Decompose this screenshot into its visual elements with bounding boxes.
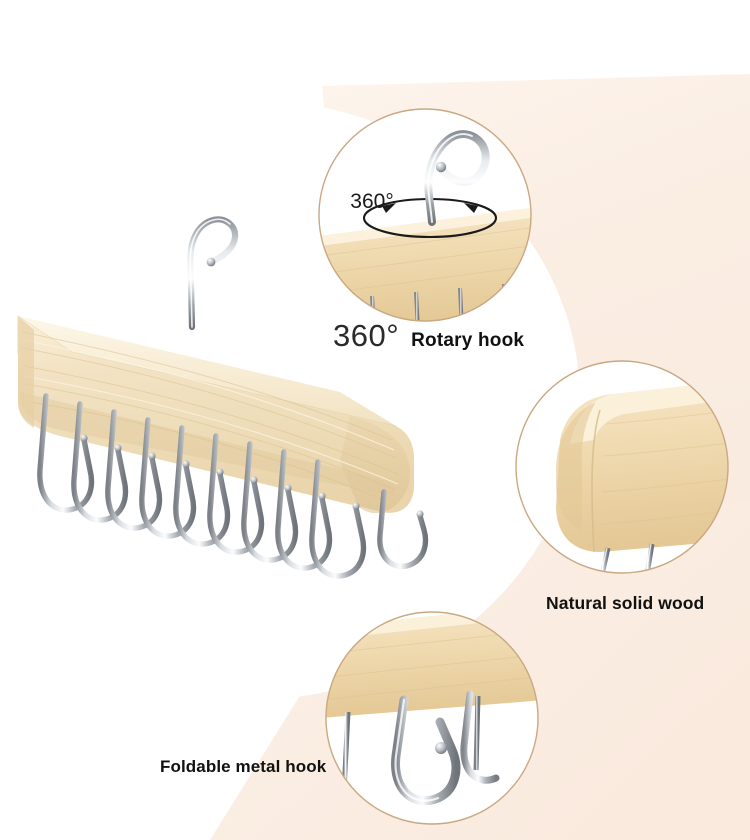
u-hook	[309, 459, 367, 579]
u-hook	[173, 425, 231, 547]
u-hook	[207, 433, 265, 555]
hanger-bar-body	[18, 316, 414, 513]
u-hook	[275, 449, 333, 571]
foldable-hook-icon	[391, 695, 461, 806]
callout-wood-side-shade	[556, 402, 596, 532]
callout-rotary-border	[318, 108, 532, 322]
callout-rotary-hook: 360°	[318, 108, 532, 322]
u-hook	[139, 417, 197, 539]
foldable-hook-pivot	[435, 742, 447, 754]
foldable-hook-icon	[460, 690, 500, 784]
hanger-bar-left-end	[18, 316, 34, 428]
u-hook	[241, 441, 299, 563]
rotary-hook-label: Rotary hook	[411, 330, 525, 351]
callout-wood-highlight	[570, 380, 728, 444]
caption-natural-solid-wood: Natural solid wood	[546, 593, 705, 613]
callout-foldable-hook	[325, 611, 539, 825]
u-hook	[377, 489, 429, 570]
hook-row	[37, 393, 429, 579]
main-product-hanger	[17, 216, 429, 579]
hanger-bar-top-face	[18, 316, 396, 426]
callout-solid-wood	[515, 360, 729, 574]
u-hook	[71, 401, 129, 523]
u-hook	[37, 393, 95, 513]
u-hook	[105, 409, 163, 531]
rotation-arrow-right	[464, 203, 478, 213]
rotation-arrow-left	[382, 203, 396, 213]
caption-rotary-hook: 360° Rotary hook	[333, 320, 524, 351]
rotary-degree-badge: 360°	[333, 318, 400, 353]
callout-wood-border	[515, 360, 729, 574]
rotation-degree-label: 360°	[350, 190, 393, 213]
callout-fold-border	[325, 611, 539, 825]
wood-grain-lines	[21, 331, 399, 503]
swivel-hook-icon	[187, 216, 239, 331]
caption-foldable-metal-hook: Foldable metal hook	[160, 757, 327, 776]
callout-swivel-hook-icon	[424, 130, 490, 226]
hook-ball-tip	[206, 257, 216, 267]
